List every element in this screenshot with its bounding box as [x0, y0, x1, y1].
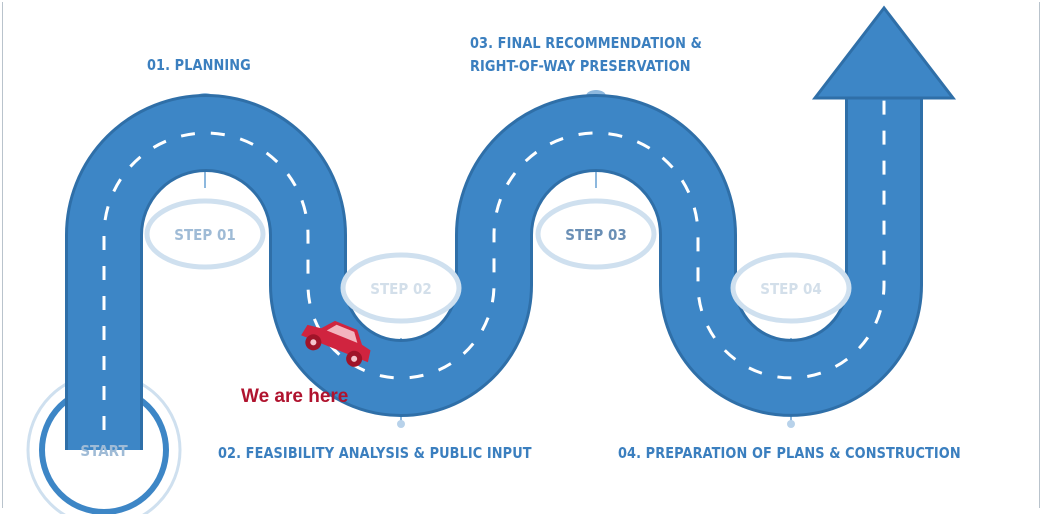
label-final-recommendation-line2: RIGHT-OF-WAY PRESERVATION	[470, 57, 691, 75]
road-dashes	[102, 92, 886, 430]
start-label: START	[80, 442, 128, 460]
car-icon	[301, 320, 371, 367]
label-planning: 01. PLANNING	[147, 56, 251, 74]
label-final-recommendation-line1: 03. FINAL RECOMMENDATION &	[470, 34, 702, 52]
step4-bubble	[730, 252, 852, 324]
step1-label: STEP 01	[174, 226, 236, 244]
label-preparation: 04. PREPARATION OF PLANS & CONSTRUCTION	[618, 444, 961, 462]
we-are-here-marker: We are here	[241, 386, 349, 407]
step3-bubble	[535, 198, 657, 270]
pin-feasibility	[397, 420, 405, 428]
step3-label: STEP 03	[565, 226, 627, 244]
step2-bubble	[340, 252, 462, 324]
pin-preparation	[787, 420, 795, 428]
step4-label: STEP 04	[760, 280, 822, 298]
label-feasibility: 02. FEASIBILITY ANALYSIS & PUBLIC INPUT	[218, 444, 532, 462]
arrow-up-icon	[811, 5, 957, 100]
step1-bubble	[144, 198, 266, 270]
diagram-frame	[2, 2, 1040, 508]
step2-label: STEP 02	[370, 280, 432, 298]
